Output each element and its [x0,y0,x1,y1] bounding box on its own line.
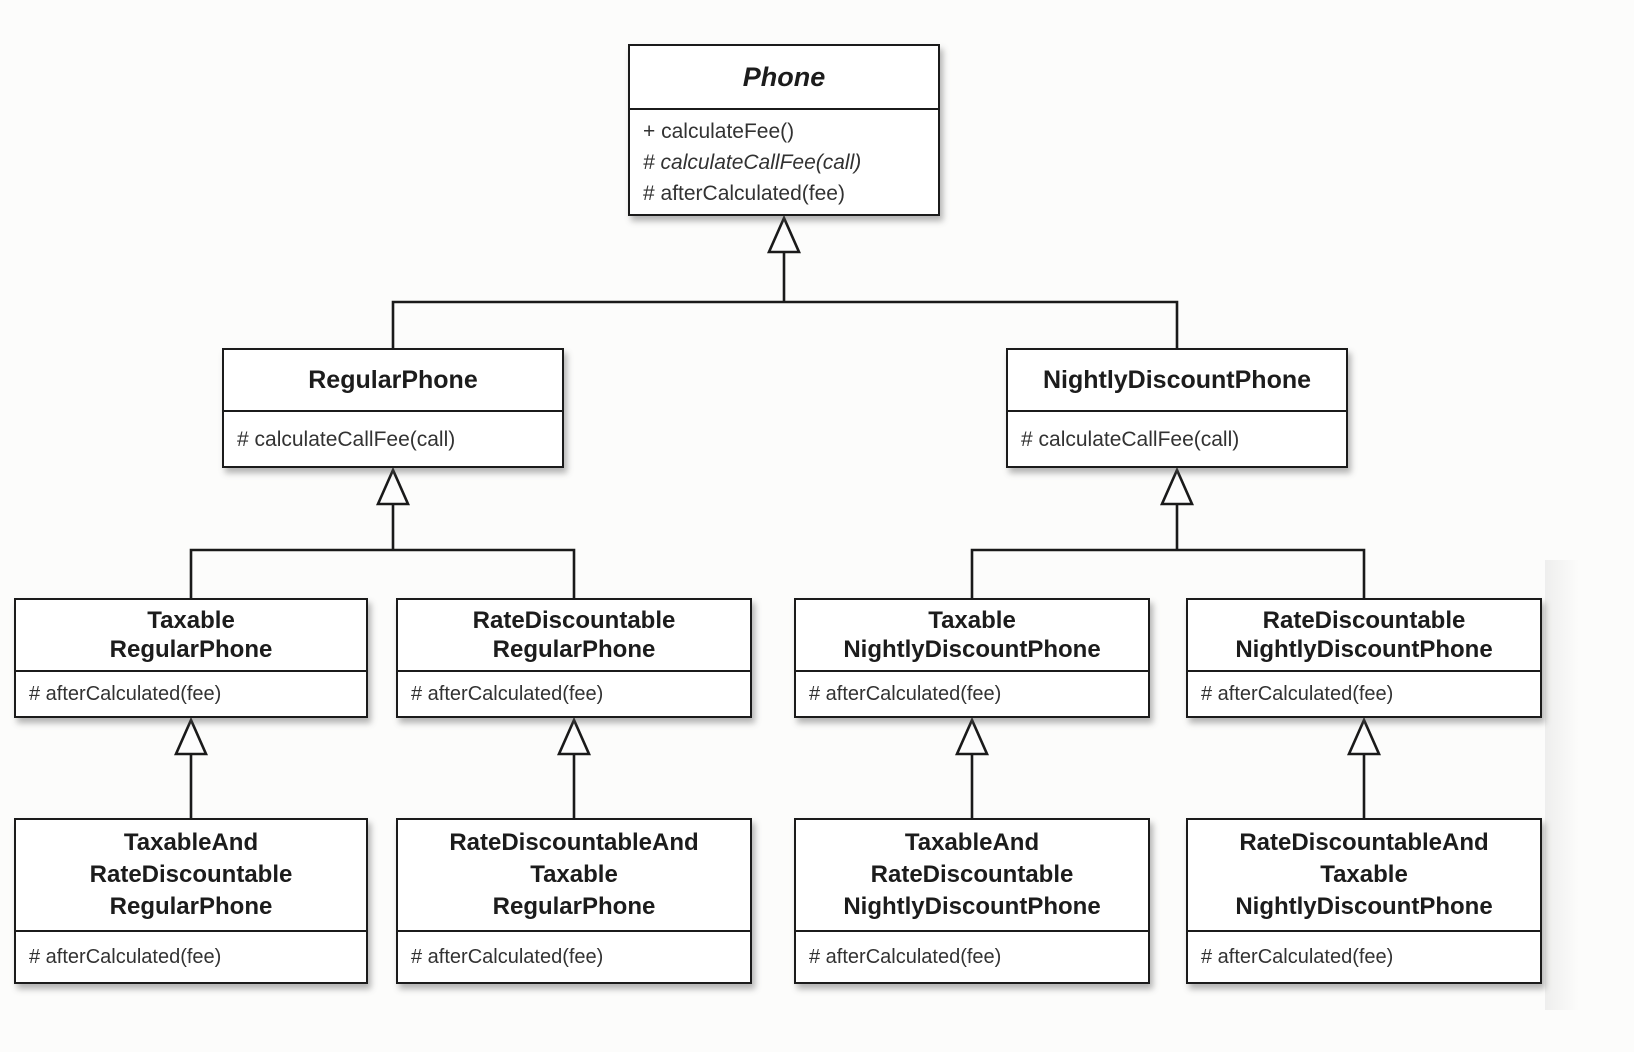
scan-artifact-band [1545,560,1579,1010]
class-name: RegularPhone [224,350,562,410]
class-name-line: RateDiscountableAnd [1239,829,1489,856]
method-afterCalculated: # afterCalculated(fee) [29,945,222,968]
class-name-line: TaxableAnd [904,829,1040,856]
class-name: TaxableAnd RateDiscountable NightlyDisco… [796,820,1148,930]
class-taxable-nightly-discount-phone: Taxable NightlyDiscountPhone # afterCalc… [794,598,1150,718]
class-rate-discountable-regular-phone: RateDiscountable RegularPhone # afterCal… [396,598,752,718]
method-afterCalculated: # afterCalculated(fee) [643,181,845,205]
method-afterCalculated: # afterCalculated(fee) [809,682,1002,705]
method-afterCalculated: # afterCalculated(fee) [29,682,222,705]
class-name-line: RateDiscountable [870,861,1074,888]
class-name-line: RateDiscountableAnd [449,829,699,856]
generalization-arrow-icon [174,716,208,756]
generalization-arrow-icon [1160,466,1194,506]
class-taxable-and-rate-discountable-nightly-discount-phone: TaxableAnd RateDiscountable NightlyDisco… [794,818,1150,984]
generalization-arrow-icon [955,716,989,756]
class-name-line: Phone [742,61,826,92]
class-methods: # afterCalculated(fee) [398,930,750,982]
class-name-line: RegularPhone [308,365,478,394]
class-methods: # afterCalculated(fee) [16,670,366,716]
class-name: Phone [630,46,938,108]
class-name: NightlyDiscountPhone [1008,350,1346,410]
class-methods: # afterCalculated(fee) [796,930,1148,982]
class-name: TaxableAnd RateDiscountable RegularPhone [16,820,366,930]
class-name-line: RateDiscountable [89,861,293,888]
class-name-line: Taxable [147,607,235,634]
inheritance-connector-regular-phone-children [189,466,576,599]
class-name-line: Taxable [928,607,1016,634]
method-calculateCallFee: # calculateCallFee(call) [237,427,456,451]
class-methods: # calculateCallFee(call) [224,410,562,466]
inheritance-connector-phone-children [391,214,1179,349]
method-afterCalculated: # afterCalculated(fee) [411,945,604,968]
class-phone: Phone + calculateFee() # calculateCallFe… [628,44,940,216]
class-rate-discountable-nightly-discount-phone: RateDiscountable NightlyDiscountPhone # … [1186,598,1542,718]
class-methods: # calculateCallFee(call) [1008,410,1346,466]
class-methods: # afterCalculated(fee) [398,670,750,716]
class-name-line: RateDiscountable [1262,607,1466,634]
class-methods: + calculateFee() # calculateCallFee(call… [630,108,938,214]
class-name-line: RegularPhone [109,893,273,920]
class-name: Taxable RegularPhone [16,600,366,670]
method-afterCalculated: # afterCalculated(fee) [809,945,1002,968]
class-methods: # afterCalculated(fee) [796,670,1148,716]
class-name-line: TaxableAnd [123,829,259,856]
method-calculateCallFee: # calculateCallFee(call) [643,150,862,174]
method-afterCalculated: # afterCalculated(fee) [1201,682,1394,705]
class-taxable-and-rate-discountable-regular-phone: TaxableAnd RateDiscountable RegularPhone… [14,818,368,984]
class-name: RateDiscountable RegularPhone [398,600,750,670]
class-regular-phone: RegularPhone # calculateCallFee(call) [222,348,564,468]
class-rate-discountable-and-taxable-nightly-discount-phone: RateDiscountableAnd Taxable NightlyDisco… [1186,818,1542,984]
method-afterCalculated: # afterCalculated(fee) [411,682,604,705]
inheritance-connector-rate-discountable-and-taxable-regular-phone [557,716,591,819]
class-name-line: RegularPhone [492,636,656,663]
inheritance-connector-taxable-and-rate-discountable-regular-phone [174,716,208,819]
generalization-arrow-icon [376,466,410,506]
class-name-line: RegularPhone [109,636,273,663]
class-name-line: NightlyDiscountPhone [843,893,1101,920]
method-afterCalculated: # afterCalculated(fee) [1201,945,1394,968]
class-name-line: NightlyDiscountPhone [1235,893,1493,920]
class-name: RateDiscountable NightlyDiscountPhone [1188,600,1540,670]
class-name-line: RateDiscountable [472,607,676,634]
class-rate-discountable-and-taxable-regular-phone: RateDiscountableAnd Taxable RegularPhone… [396,818,752,984]
generalization-arrow-icon [1347,716,1381,756]
class-methods: # afterCalculated(fee) [1188,930,1540,982]
class-name: Taxable NightlyDiscountPhone [796,600,1148,670]
class-name-line: NightlyDiscountPhone [1042,365,1312,394]
class-methods: # afterCalculated(fee) [16,930,366,982]
class-taxable-regular-phone: Taxable RegularPhone # afterCalculated(f… [14,598,368,718]
method-calculateCallFee: # calculateCallFee(call) [1021,427,1240,451]
class-name-line: NightlyDiscountPhone [1235,636,1493,663]
inheritance-connector-nightly-discount-phone-children [970,466,1366,599]
method-calculateFee: + calculateFee() [643,119,795,143]
generalization-arrow-icon [557,716,591,756]
class-name: RateDiscountableAnd Taxable RegularPhone [398,820,750,930]
class-name-line: NightlyDiscountPhone [843,636,1101,663]
class-methods: # afterCalculated(fee) [1188,670,1540,716]
inheritance-connector-rate-discountable-and-taxable-nightly-discount-phone [1347,716,1381,819]
class-name-line: Taxable [530,861,618,888]
class-name-line: RegularPhone [492,893,656,920]
generalization-arrow-icon [767,214,801,254]
class-nightly-discount-phone: NightlyDiscountPhone # calculateCallFee(… [1006,348,1348,468]
class-name: RateDiscountableAnd Taxable NightlyDisco… [1188,820,1540,930]
class-name-line: Taxable [1320,861,1408,888]
inheritance-connector-taxable-and-rate-discountable-nightly-discount-phone [955,716,989,819]
